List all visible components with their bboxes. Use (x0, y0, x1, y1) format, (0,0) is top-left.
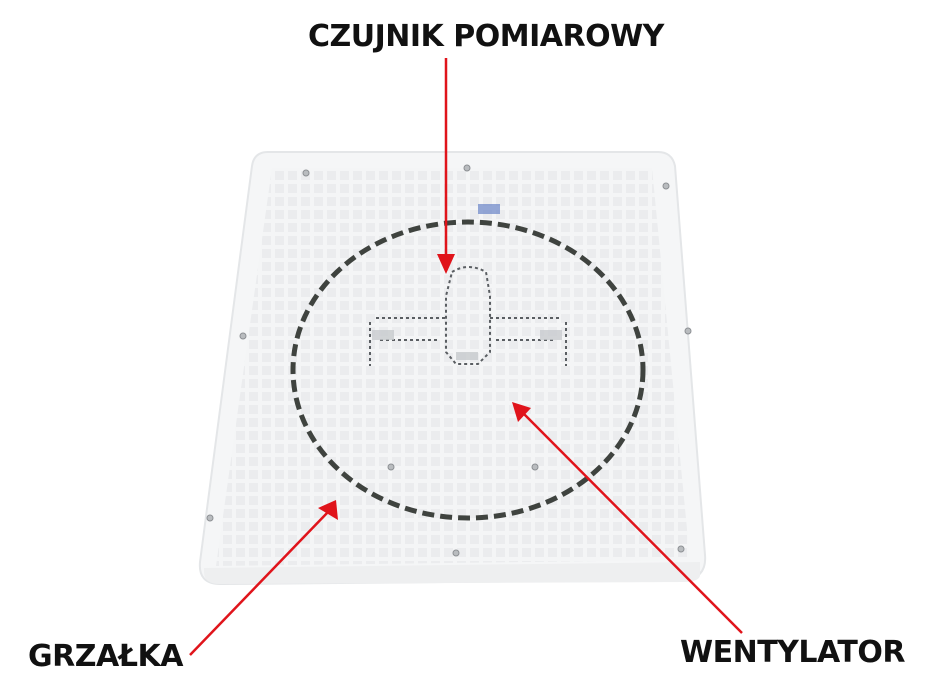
screw-icon (684, 327, 692, 335)
fan-label: WENTYLATOR (680, 635, 905, 670)
callout-arrows (189, 58, 743, 656)
screw-icons (206, 164, 692, 557)
sensor-housing (478, 204, 500, 214)
screw-icon (239, 332, 247, 340)
screw-icon (387, 463, 395, 471)
fan-bracket (369, 266, 567, 366)
screw-icon (452, 549, 460, 557)
screw-icon (302, 169, 310, 177)
screw-icon (677, 545, 685, 553)
screw-icon (531, 463, 539, 471)
screw-icon (463, 164, 471, 172)
arrowhead-icon (512, 402, 531, 422)
fan-bracket-fill (372, 330, 562, 360)
heater-coil-ring (290, 219, 646, 521)
arrowhead-icon (318, 500, 338, 520)
heater-label: GRZAŁKA (28, 639, 183, 674)
heater-arrow (189, 511, 329, 656)
sensor-label: CZUJNIK POMIAROWY (308, 19, 664, 54)
fan-arrow (523, 413, 743, 634)
screw-icon (206, 514, 214, 522)
arrowhead-icon (437, 254, 455, 274)
arrowhead-icons (318, 254, 531, 520)
screw-icon (662, 182, 670, 190)
